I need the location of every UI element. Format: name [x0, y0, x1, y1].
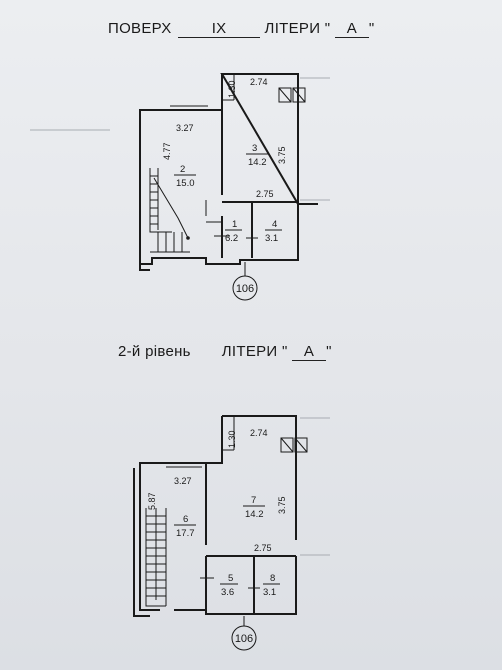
floor-liter-label: ЛІТЕРИ [264, 20, 321, 37]
floor-number: IX [178, 20, 261, 38]
plan-upper-staircase [149, 168, 190, 253]
upper-dim-left-height: 4.77 [162, 142, 172, 160]
lower-room-5-number: 5 [228, 573, 233, 584]
floor-heading: ПОВЕРХ IX ЛІТЕРИ " А" [108, 20, 375, 38]
upper-room-4-number: 4 [272, 219, 277, 230]
upper-room-3-number: 3 [252, 143, 257, 154]
level-heading: 2-й рівень ЛІТЕРИ " А" [118, 343, 332, 361]
plan-lower-outer-walls [139, 415, 297, 615]
lower-dim-left-width: 3.27 [174, 476, 192, 486]
upper-room-1-area: 6.2 [225, 233, 238, 244]
vent-shaft-3 [280, 437, 294, 453]
vent-shaft-4 [294, 437, 308, 453]
lower-dim-right-height: 3.75 [277, 496, 287, 514]
lower-room-5-area: 3.6 [221, 587, 234, 598]
lower-apartment-marker [231, 625, 257, 651]
lower-dim-left-height: 5.87 [147, 492, 157, 510]
vent-shaft-1 [278, 87, 292, 103]
upper-room-3-area: 14.2 [248, 157, 267, 168]
upper-room-4-area: 3.1 [265, 233, 278, 244]
lower-room-7-area: 14.2 [245, 509, 264, 520]
upper-dim-lower-width: 2.75 [256, 189, 274, 199]
lower-dim-lower-width: 2.75 [254, 543, 272, 553]
upper-apartment-marker [232, 275, 258, 301]
lower-apartment-number: 106 [235, 633, 253, 645]
lower-room-6-area: 17.7 [176, 528, 195, 539]
lower-room-7-number: 7 [251, 495, 256, 506]
upper-dim-right-height: 3.75 [277, 146, 287, 164]
upper-dim-top-wide: 2.74 [250, 77, 268, 87]
plan-lower: 1.30 2.74 3.27 5.87 3.75 2.75 6 17.7 7 1… [133, 415, 330, 651]
level-heading-prefix: 2-й рівень [118, 343, 191, 360]
level-liter-value: А [292, 343, 327, 361]
floor-liter-value: А [334, 20, 369, 38]
plan-upper-outer-walls [139, 73, 318, 265]
upper-room-2-number: 2 [180, 164, 185, 175]
upper-room-2-area: 15.0 [176, 178, 195, 189]
lower-room-8-number: 8 [270, 573, 275, 584]
level-liter-label: ЛІТЕРИ [221, 343, 278, 360]
lower-dim-top-wide: 2.74 [250, 428, 268, 438]
upper-apartment-number: 106 [236, 283, 254, 295]
floor-heading-prefix: ПОВЕРХ [108, 20, 172, 37]
upper-room-1-number: 1 [232, 219, 237, 230]
lower-dim-top-small: 1.30 [227, 430, 237, 448]
vent-shaft-2 [292, 87, 306, 103]
plan-lower-staircase [145, 508, 167, 607]
lower-room-6-number: 6 [183, 514, 188, 525]
upper-dim-left-width: 3.27 [176, 123, 194, 133]
upper-dim-top-small: 1.30 [227, 80, 237, 98]
plan-upper: 1.30 2.74 3.27 4.77 3.75 2.75 2 15.0 3 1… [30, 73, 330, 301]
lower-room-8-area: 3.1 [263, 587, 276, 598]
